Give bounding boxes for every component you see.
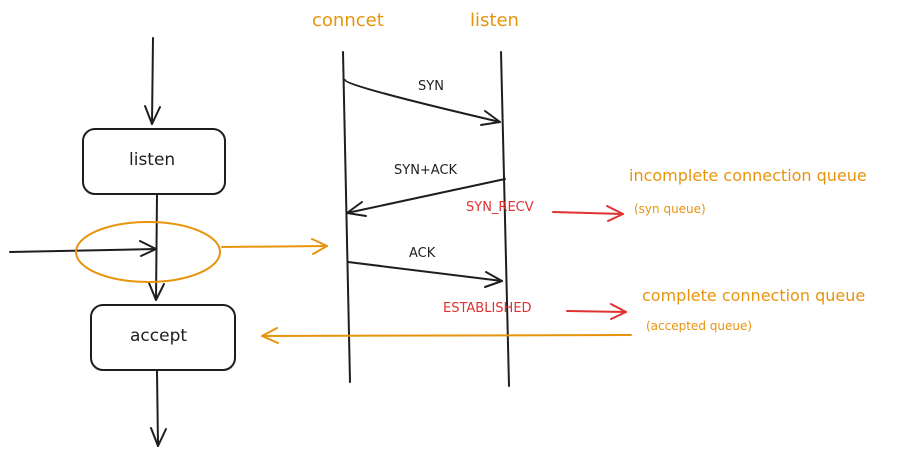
- incomplete-queue-title: incomplete connection queue: [629, 166, 867, 185]
- ack-arrow: [347, 261, 503, 288]
- synack-label: SYN+ACK: [394, 163, 458, 178]
- complete-queue-to-accept-arrow: [261, 327, 632, 344]
- syn-recv-arrow: [552, 205, 624, 222]
- top-entry-arrow: [144, 37, 161, 125]
- complete-queue-title: complete connection queue: [642, 286, 866, 305]
- accept-point-ellipse: [75, 221, 221, 283]
- ellipse-to-sequence-arrow: [221, 238, 328, 255]
- accept-box: [90, 304, 236, 371]
- server-column-header: listen: [470, 10, 519, 31]
- syn-label: SYN: [418, 79, 444, 94]
- client-lifeline: [342, 51, 351, 383]
- server-lifeline: [500, 51, 510, 387]
- ack-label: ACK: [409, 246, 436, 261]
- incoming-connection-arrow: [9, 240, 157, 257]
- established-arrow: [566, 303, 627, 320]
- syn-recv-state: SYN_RECV: [466, 200, 534, 215]
- complete-queue-subtitle: (accepted queue): [646, 319, 753, 333]
- established-state: ESTABLISHED: [443, 301, 532, 316]
- incomplete-queue-subtitle: (syn queue): [634, 202, 706, 216]
- listen-box: [82, 128, 226, 195]
- synack-arrow: [346, 178, 506, 217]
- client-column-header: conncet: [312, 10, 384, 31]
- syn-arrow: [344, 79, 501, 126]
- listen-box-label: listen: [129, 150, 176, 170]
- bottom-exit-arrow: [150, 370, 167, 447]
- accept-box-label: accept: [130, 326, 188, 346]
